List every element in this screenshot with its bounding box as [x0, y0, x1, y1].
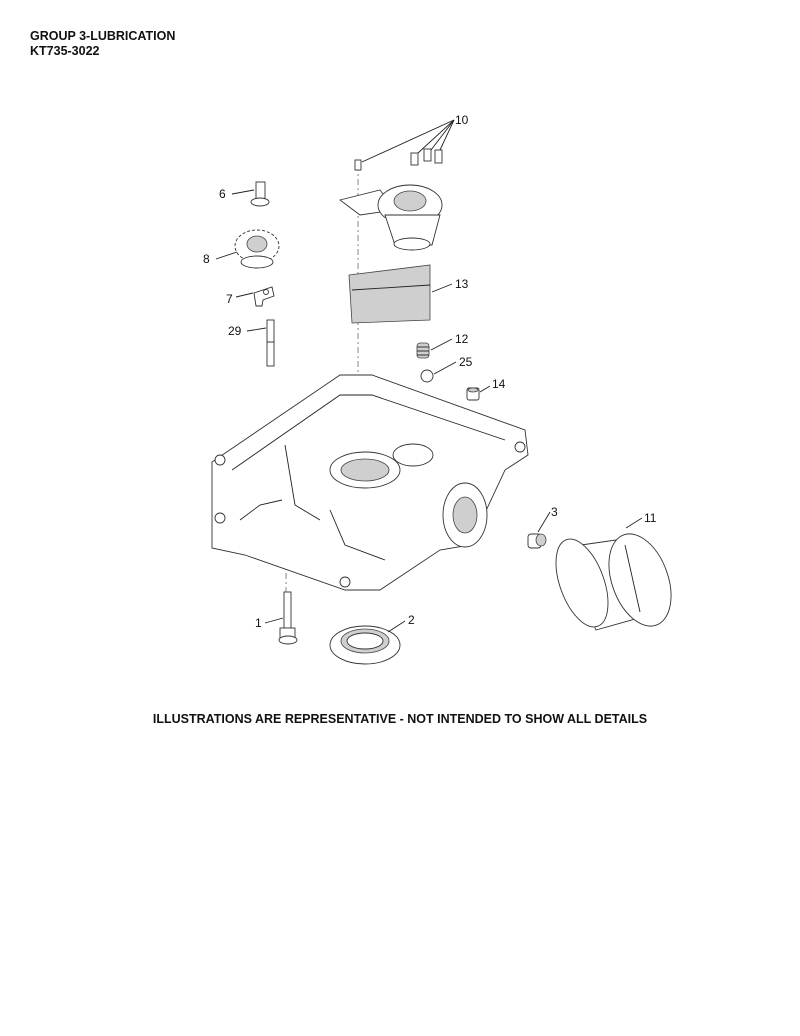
part-10-screws	[354, 148, 443, 171]
oil-pan-housing	[211, 374, 529, 591]
part-7-bracket	[253, 286, 275, 307]
leader-lines	[215, 119, 643, 633]
part-25-ball	[420, 369, 434, 383]
part-3-fitting	[527, 533, 547, 549]
part-29-shaft	[266, 319, 275, 367]
callout-6: 6	[219, 187, 226, 201]
callout-3: 3	[551, 505, 558, 519]
callout-29: 29	[228, 324, 242, 338]
callout-12: 12	[455, 332, 469, 346]
callout-7: 7	[226, 292, 233, 306]
callout-13: 13	[455, 277, 469, 291]
part-2-seal	[329, 625, 401, 665]
callout-14: 14	[492, 377, 506, 391]
callout-8: 8	[203, 252, 210, 266]
callout-1: 1	[255, 616, 262, 630]
callout-25: 25	[459, 355, 473, 369]
callout-10: 10	[455, 113, 469, 127]
group-title: GROUP 3-LUBRICATION	[30, 29, 176, 43]
illustration-disclaimer: ILLUSTRATIONS ARE REPRESENTATIVE - NOT I…	[152, 712, 648, 726]
part-12-spring	[416, 342, 430, 359]
callout-2: 2	[408, 613, 415, 627]
part-14-plug	[466, 387, 480, 401]
part-11-oil-filter	[555, 533, 672, 631]
part-13-screen	[348, 264, 431, 324]
part-1-bolt	[278, 591, 298, 645]
part-6-pin	[250, 181, 270, 207]
model-number: KT735-3022	[30, 44, 100, 58]
part-8-gear	[234, 229, 280, 269]
oil-pump-assembly	[338, 184, 443, 251]
callout-11: 11	[644, 511, 657, 525]
